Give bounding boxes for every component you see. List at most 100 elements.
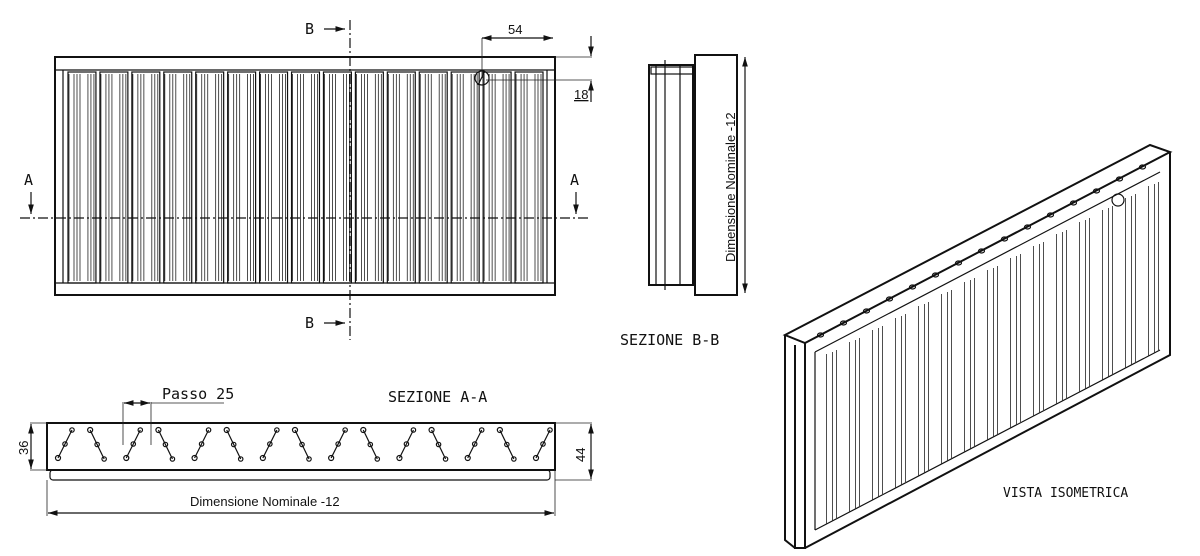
blade-tip — [374, 456, 381, 462]
blade-hinge — [428, 426, 435, 434]
blade-outline — [131, 71, 161, 284]
blade-pivot — [435, 441, 442, 448]
blade-tip — [342, 427, 348, 433]
iso-blade-pivot — [1138, 164, 1147, 170]
section-label-a-left: A — [24, 171, 33, 189]
dim-width-text: Dimensione Nominale -12 — [190, 494, 340, 509]
front-blade — [99, 71, 129, 284]
pitch-text: Passo 25 — [162, 385, 234, 403]
blade-section — [194, 429, 210, 459]
iso-blade — [954, 260, 975, 452]
iso-blade-pivot — [931, 272, 940, 278]
blade-section — [57, 429, 73, 459]
blade-pivot — [230, 441, 237, 448]
dim-height-text: Dimensione Nominale -12 — [723, 112, 738, 262]
aa-blade — [428, 426, 449, 462]
iso-blade — [1069, 200, 1090, 392]
aa-blade — [87, 426, 107, 462]
blade-pivot — [162, 441, 169, 448]
aa-blade — [496, 426, 517, 462]
blade-hinge — [496, 426, 503, 434]
blade-outline — [386, 71, 416, 284]
iso-blade — [862, 308, 883, 500]
front-blade — [482, 71, 512, 284]
blade-outline — [418, 71, 448, 284]
blade-pivot — [94, 441, 100, 448]
blade-section — [398, 429, 414, 459]
front-blade — [290, 71, 321, 284]
aa-blade — [259, 427, 280, 462]
blade-pivot — [403, 441, 410, 447]
blade-pivot — [62, 441, 68, 447]
section-aa-title: SEZIONE A-A — [388, 388, 487, 406]
front-blade — [227, 71, 257, 284]
iso-blade-pivot — [1046, 212, 1055, 218]
iso-bottom-right — [804, 152, 1171, 549]
blade-hinge — [54, 454, 62, 462]
blade-pivot — [540, 441, 546, 447]
blade-pivot — [267, 441, 273, 447]
blade-hinge — [259, 454, 266, 462]
blade-outline — [259, 71, 289, 284]
section-aa-view: 36 44 Dimensione Nominale -12 Passo 25 S… — [16, 385, 594, 516]
iso-blade-pivot — [816, 332, 825, 338]
front-blade — [163, 71, 193, 284]
blade-outline — [322, 71, 353, 284]
front-blade — [195, 71, 225, 284]
blade-pivot — [367, 441, 374, 448]
aa-blade — [191, 427, 212, 462]
aa-blades — [54, 426, 553, 462]
dim-18-text: 18 — [574, 87, 588, 102]
front-frame — [54, 56, 556, 296]
blade-outline — [99, 71, 129, 284]
blade-tip — [547, 427, 553, 433]
iso-blade — [1000, 236, 1021, 428]
blade-pivot — [299, 441, 305, 448]
iso-blade-pivot — [1069, 200, 1078, 206]
iso-pivot — [1111, 193, 1125, 207]
iso-blade-pivot — [908, 284, 917, 290]
blade-section — [294, 429, 310, 460]
dim-36-text: 36 — [16, 441, 31, 455]
blade-section — [362, 429, 378, 460]
blade-section — [535, 429, 551, 459]
blade-hinge — [87, 426, 94, 434]
blade-pivot — [130, 441, 137, 447]
iso-blade — [839, 320, 860, 512]
blade-tip — [237, 456, 244, 462]
aa-blade — [532, 427, 553, 462]
iso-blade — [1092, 188, 1113, 380]
dim-54-text: 54 — [508, 22, 522, 37]
blade-section — [330, 429, 346, 459]
isometric-view: VISTA ISOMETRICA — [782, 143, 1173, 549]
iso-left-edge — [794, 343, 806, 549]
blade-hinge — [123, 454, 130, 462]
blade-section — [125, 429, 141, 459]
blade-pivot — [335, 441, 341, 447]
blade-hinge — [191, 454, 198, 462]
blade-hinge — [360, 426, 367, 434]
blade-pivot — [504, 441, 510, 448]
iso-blade — [816, 332, 837, 524]
blade-tip — [274, 427, 280, 433]
blade-outline — [482, 71, 512, 284]
blade-hinge — [464, 454, 471, 462]
aa-blade — [464, 427, 485, 462]
blade-hinge — [155, 426, 162, 434]
blade-tip — [511, 456, 517, 462]
iso-blade-pivot — [1000, 236, 1009, 242]
front-blade — [354, 71, 384, 284]
blade-pivot — [471, 441, 478, 447]
iso-blade-pivot — [1115, 176, 1124, 182]
blade-section — [262, 429, 278, 459]
blade-section — [467, 429, 483, 459]
blade-hinge — [291, 426, 299, 434]
iso-blade — [1115, 176, 1136, 368]
blade-hinge — [223, 426, 230, 434]
blade-section — [499, 429, 515, 460]
section-label-b-top: B — [305, 20, 314, 38]
front-view: B B A A 54 18 — [20, 20, 594, 340]
front-blade — [67, 71, 97, 284]
aa-blade — [54, 427, 75, 462]
